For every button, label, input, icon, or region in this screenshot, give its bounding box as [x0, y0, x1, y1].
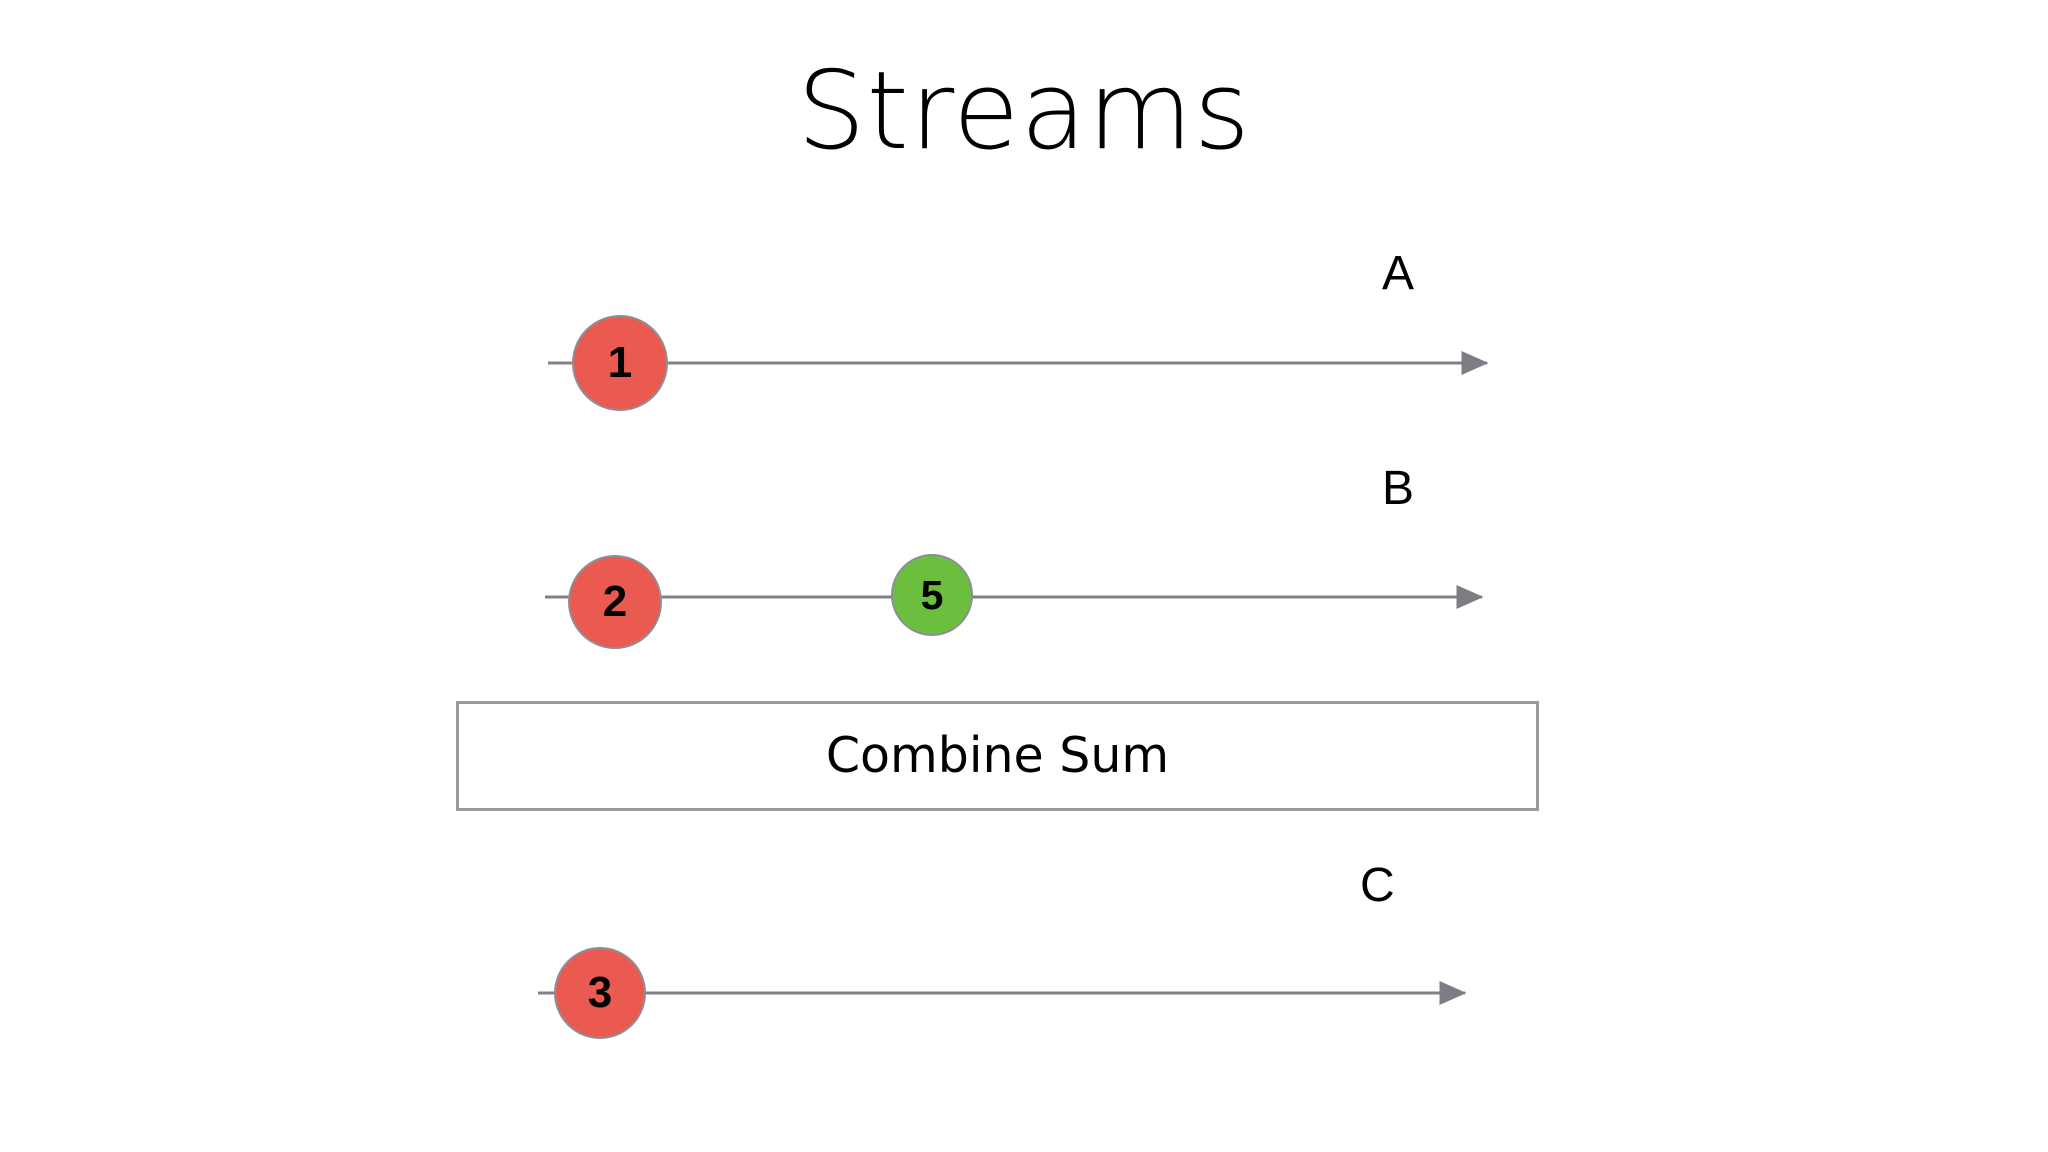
- stream-label-b: B: [1382, 462, 1415, 515]
- combine-operator-label: Combine Sum: [825, 727, 1170, 784]
- stream-label-a: A: [1382, 247, 1415, 300]
- stream-event-node[interactable]: 5: [891, 554, 973, 636]
- stream-event-node[interactable]: 1: [572, 315, 668, 411]
- stream-event-node[interactable]: 3: [554, 947, 646, 1039]
- combine-operator-box[interactable]: Combine Sum: [456, 701, 1539, 811]
- stream-label-c: C: [1360, 859, 1395, 912]
- page-title: Streams: [796, 49, 1252, 174]
- stream-event-node[interactable]: 2: [568, 555, 662, 649]
